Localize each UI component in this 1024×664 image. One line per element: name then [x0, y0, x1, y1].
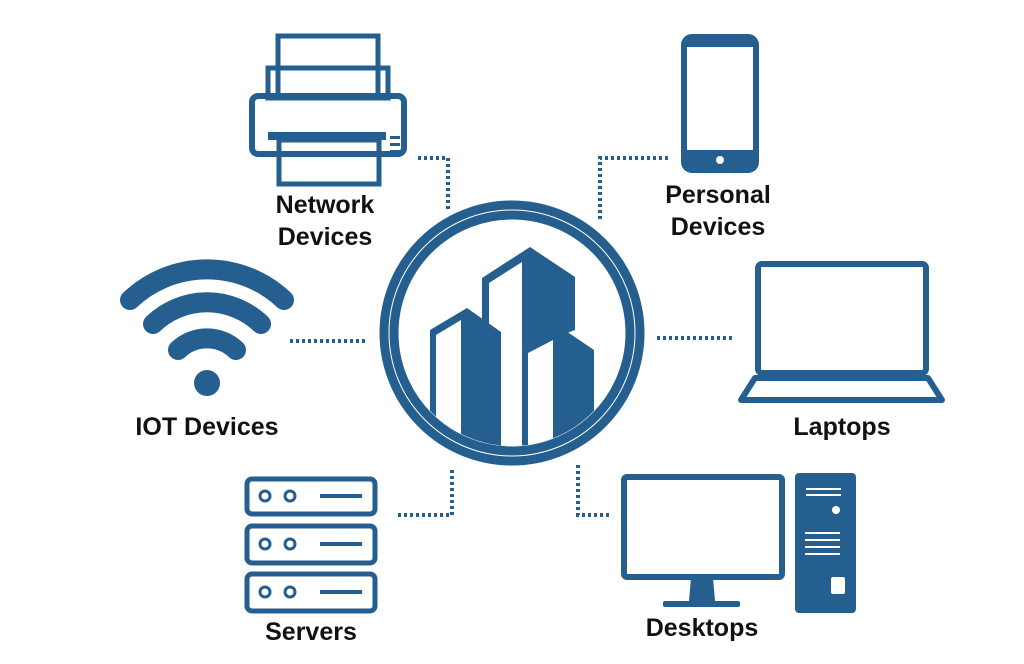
smartphone-icon	[681, 34, 759, 173]
laptop-icon	[738, 261, 945, 403]
desktop-computer-icon	[621, 473, 856, 613]
label-personal-devices-1: Personal	[665, 181, 771, 209]
label-network-devices-1: Network	[276, 191, 375, 219]
printer-icon	[249, 33, 407, 187]
label-iot-devices: IOT Devices	[135, 413, 278, 441]
wifi-icon	[120, 259, 294, 396]
connector-servers	[398, 470, 454, 517]
label-desktops: Desktops	[646, 614, 759, 642]
connector-network	[418, 156, 450, 210]
center-buildings-icon	[379, 200, 645, 466]
label-laptops: Laptops	[793, 413, 890, 441]
label-servers: Servers	[265, 618, 357, 646]
connector-personal	[598, 156, 668, 220]
label-network-devices-2: Devices	[278, 223, 373, 251]
server-rack-icon	[244, 476, 378, 614]
label-personal-devices-2: Devices	[671, 213, 766, 241]
connector-desktops	[576, 465, 610, 517]
